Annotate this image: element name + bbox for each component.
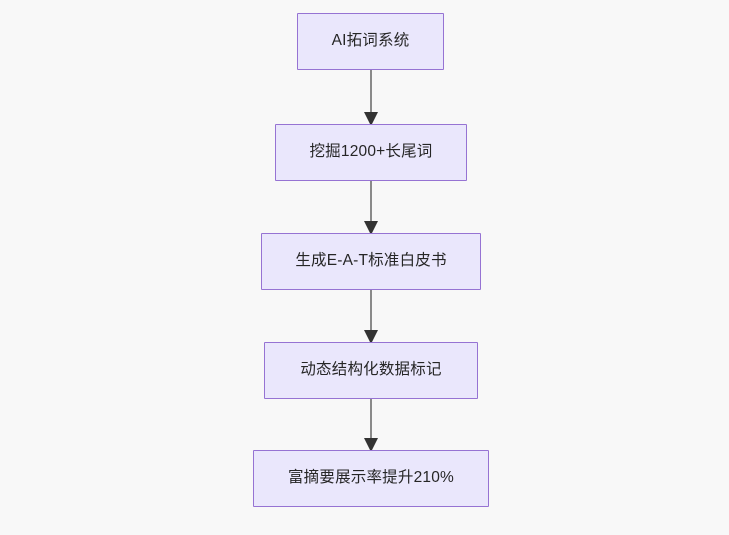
- flow-node-label: 动态结构化数据标记: [300, 361, 442, 379]
- flow-node-generate-eat-whitepaper[interactable]: 生成E-A-T标准白皮书: [261, 233, 481, 290]
- flow-node-dynamic-structured-data[interactable]: 动态结构化数据标记: [264, 342, 478, 399]
- flow-edge-3: [364, 288, 378, 344]
- flow-edge-4: [364, 397, 378, 452]
- flow-node-label: 富摘要展示率提升210%: [287, 469, 455, 487]
- flow-edge-2: [364, 179, 378, 235]
- flow-node-mine-longtail-keywords[interactable]: 挖掘1200+长尾词: [275, 124, 467, 181]
- flow-edge-1: [364, 68, 378, 126]
- flow-node-ai-keyword-system[interactable]: AI拓词系统: [297, 13, 444, 70]
- flow-node-label: AI拓词系统: [331, 32, 410, 50]
- flow-node-label: 生成E-A-T标准白皮书: [295, 252, 447, 270]
- flow-node-rich-snippet-rate[interactable]: 富摘要展示率提升210%: [253, 450, 489, 507]
- flow-node-label: 挖掘1200+长尾词: [309, 143, 433, 161]
